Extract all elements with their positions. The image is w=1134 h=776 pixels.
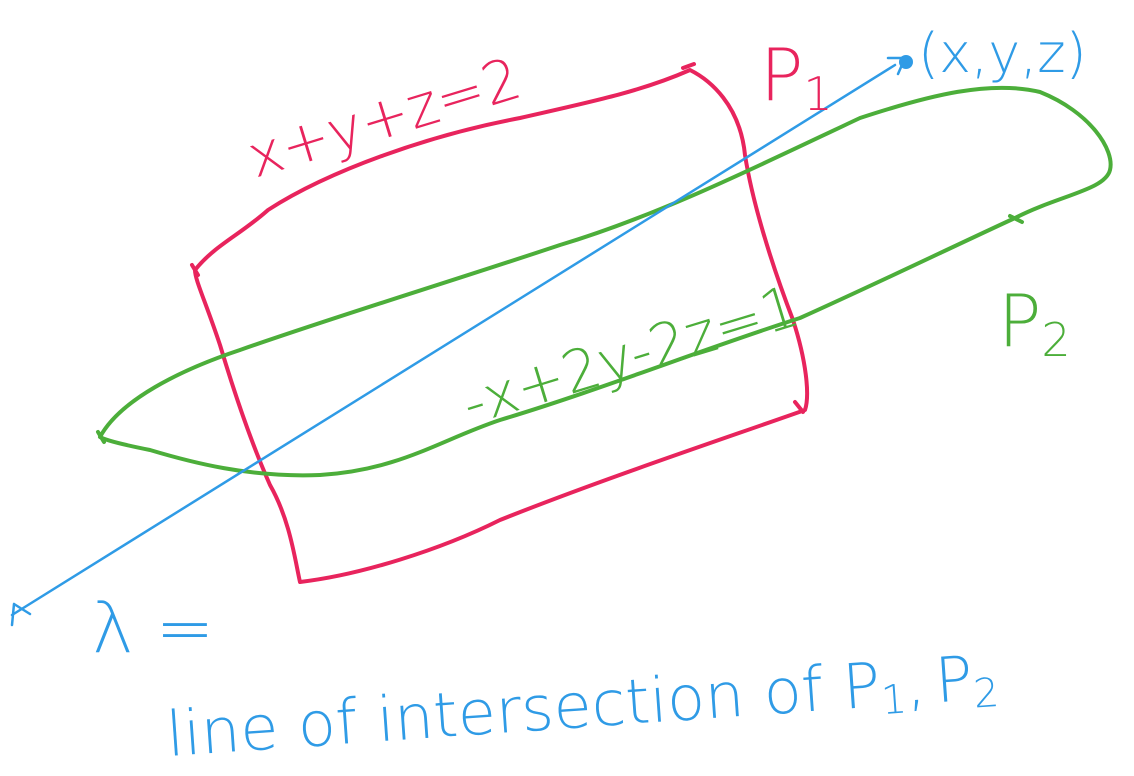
caption-text: line of intersection of xyxy=(164,651,845,771)
line-caption: line of intersection of P1,P2 xyxy=(164,640,1001,774)
caption-p2: P xyxy=(933,642,975,717)
plane-p2-label: P2 xyxy=(998,279,1071,367)
lambda-label: λ = xyxy=(92,587,214,669)
caption-comma: , xyxy=(903,645,928,719)
caption-p1-sub: 1 xyxy=(880,676,909,724)
caption-p2-sub: 2 xyxy=(972,670,1001,718)
point-label: (x,y,z) xyxy=(918,22,1087,85)
point-marker xyxy=(899,55,913,69)
line-arrow-head-left xyxy=(10,602,32,627)
plane-p1-label-p: P xyxy=(760,33,803,117)
plane-p1-label: P1 xyxy=(760,33,833,121)
plane-p2-outline xyxy=(98,85,1113,478)
caption-p1: P xyxy=(840,648,882,723)
plane-p2-label-sub: 2 xyxy=(1041,313,1070,367)
plane-p1-tick-left xyxy=(190,263,200,277)
plane-p2-equation: -x+2y-2z=1 xyxy=(454,272,807,439)
plane-p1-outline xyxy=(193,68,810,584)
plane-p1-tick-top xyxy=(681,62,696,70)
plane-p2-tick-right xyxy=(1008,214,1024,224)
plane-p1-label-sub: 1 xyxy=(803,67,832,121)
plane-p1-equation: x+y+z=2 xyxy=(239,44,528,191)
intersection-line xyxy=(10,63,897,617)
plane-p2-label-p: P xyxy=(998,279,1041,363)
plane-p1-tick-bottom xyxy=(793,400,805,414)
plane-p2-tick-left xyxy=(96,430,106,444)
